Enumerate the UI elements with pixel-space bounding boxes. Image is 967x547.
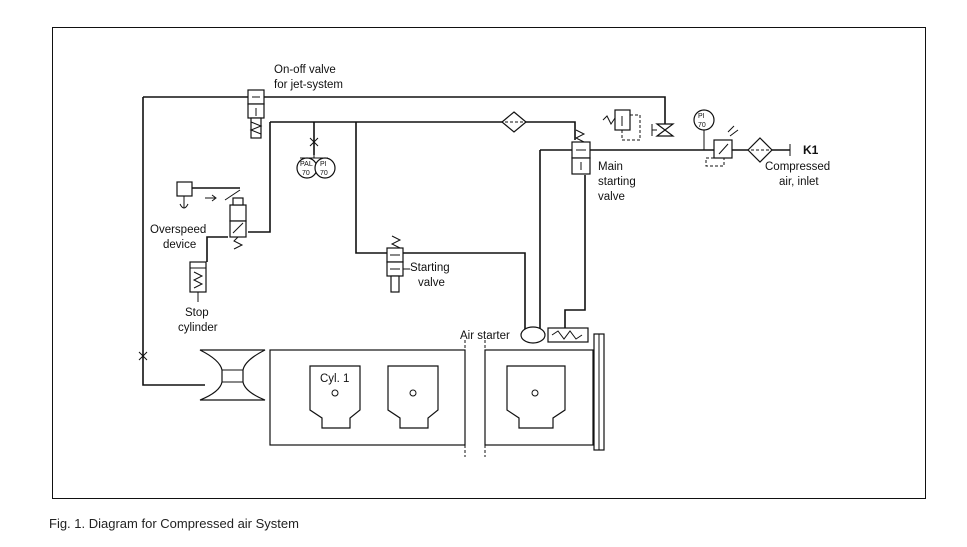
air-starter-label: Air starter — [460, 330, 510, 342]
gauge-pi-left-label: PI — [320, 161, 327, 168]
starting-valve-label-1: Starting — [410, 262, 450, 274]
on-off-valve-label-1: On-off valve — [274, 64, 336, 76]
main-starting-valve-label-3: valve — [598, 191, 625, 203]
on-off-valve-label-2: for jet-system — [274, 79, 343, 91]
main-starting-valve-label-2: starting — [598, 176, 636, 188]
overspeed-label-1: Overspeed — [150, 224, 206, 236]
filter-middle — [501, 111, 527, 133]
gauge-pal-label: PAL — [300, 161, 313, 168]
main-starting-valve-label-1: Main — [598, 161, 623, 173]
compressed-air-label-2: air, inlet — [779, 176, 819, 188]
gauge-pi-right-value: 70 — [698, 122, 706, 129]
starting-valve-label-2: valve — [418, 277, 445, 289]
inlet-assembly: PI 70 K1 Compressed air, inlet — [693, 109, 830, 188]
gauge-pi-left-value: 70 — [320, 170, 328, 177]
stop-cylinder-label-2: cylinder — [178, 322, 218, 334]
relief-valve — [602, 109, 641, 141]
gauge-pal-value: 70 — [302, 170, 310, 177]
starting-valve: Starting valve — [386, 235, 450, 293]
cylinder-1-label: Cyl. 1 — [320, 373, 349, 385]
overspeed-label-2: device — [163, 239, 196, 251]
gauge-pi-right-label: PI — [698, 113, 705, 120]
overspeed-device: Overspeed device — [150, 181, 247, 251]
gauge-group-left: PAL 70 PI 70 — [296, 137, 336, 179]
stop-cylinder: Stop cylinder — [178, 261, 218, 334]
stop-cylinder-label-1: Stop — [185, 307, 209, 319]
compressed-air-label-1: Compressed — [765, 161, 830, 173]
figure-caption: Fig. 1. Diagram for Compressed air Syste… — [49, 516, 299, 531]
air-starter: Air starter — [460, 326, 605, 451]
engine-block: Cyl. 1 — [269, 340, 594, 457]
check-valve — [651, 123, 675, 137]
k1-label: K1 — [803, 143, 819, 157]
on-off-valve: On-off valve for jet-system — [247, 64, 343, 139]
main-starting-valve: Main starting valve — [571, 129, 636, 203]
turbocharger — [138, 349, 266, 401]
